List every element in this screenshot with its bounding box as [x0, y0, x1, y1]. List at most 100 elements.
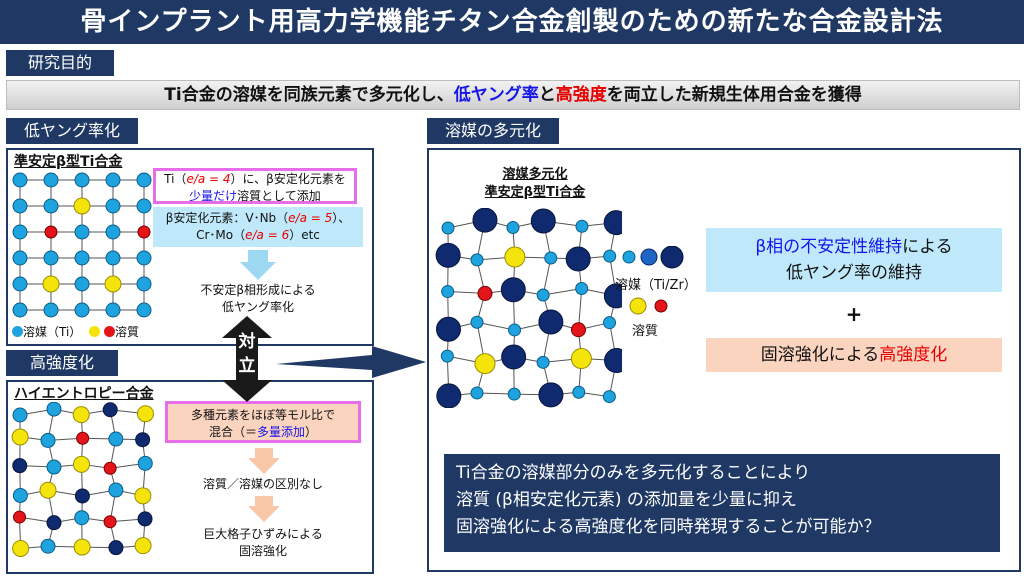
atom-sphere [474, 353, 496, 375]
purpose-high-strength: 高強度 [555, 85, 607, 105]
atom-sphere [72, 406, 90, 424]
atom-sphere [12, 539, 30, 557]
instability-highlight: β相の不安定性維持 [755, 237, 903, 257]
atom-sphere [538, 382, 564, 408]
atom-sphere [46, 515, 62, 531]
atom-sphere [73, 197, 91, 215]
atom-sphere [137, 511, 153, 527]
box2-ea5: e/a = 5 [288, 211, 333, 225]
atom-sphere [440, 349, 454, 363]
atom-sphere [477, 285, 493, 301]
solvent-sphere-icon [12, 326, 23, 337]
instability-box: β相の不安定性維持による 低ヤング率の維持 [706, 228, 1002, 292]
atom-sphere [12, 487, 28, 503]
atom-sphere [105, 250, 121, 266]
atom-sphere [43, 172, 59, 188]
atom-sphere [136, 405, 154, 423]
atom-sphere [136, 250, 152, 266]
low-modulus-lattice-label: 準安定β型Ti合金 [14, 154, 123, 170]
atom-sphere [136, 198, 152, 214]
atom-sphere [575, 219, 589, 233]
purpose-text-e: を両立した新規生体用合金を獲得 [606, 85, 862, 105]
ti-addition-box: Ti（e/a = 4）に、β安定化元素を 少量だけ溶質として添加 [153, 168, 357, 204]
atom-sphere [40, 538, 56, 554]
page-title: 骨インプラント用高力学機能チタン合金創製のための新たな合金設計法 [0, 0, 1024, 44]
atom-sphere [74, 172, 90, 188]
atom-sphere [12, 224, 28, 240]
atom-sphere [43, 198, 59, 214]
high-strength-tab: 高強度化 [6, 350, 118, 376]
atom-sphere [544, 251, 558, 265]
atom-sphere [441, 221, 455, 235]
box1-ea: e/a = 4 [186, 172, 231, 186]
result-line2: 低ヤング率化 [221, 300, 294, 314]
atom-sphere [42, 275, 60, 293]
atom-sphere [565, 246, 591, 272]
equimolar-mix-box: 多種元素をほぼ等モル比で 混合（＝多量添加） [165, 401, 361, 443]
box2-text-a: β安定化元素：V･Nb（ [165, 211, 289, 225]
atom-sphere [12, 458, 28, 474]
low-modulus-result: 不安定β相形成による低ヤング率化 [160, 282, 356, 316]
multi-solvent-lattice [435, 208, 622, 408]
mix-line1: 多種元素をほぼ等モル比で [190, 408, 335, 422]
atom-sphere [108, 482, 124, 498]
atom-sphere [602, 390, 616, 404]
atom-sphere [74, 510, 90, 526]
low-modulus-tab: 低ヤング率化 [6, 118, 138, 144]
atom-sphere [105, 172, 121, 188]
atom-sphere [103, 515, 117, 529]
multi-solvent-lattice-label: 溶媒多元化準安定β型Ti合金 [460, 166, 610, 202]
atom-sphere [39, 481, 57, 499]
atom-sphere [603, 249, 617, 263]
atom-sphere [74, 302, 90, 318]
ms-legend-solvent: 溶媒（Ti/Zr） [615, 278, 697, 293]
conclusion-line1: Ti合金の溶媒部分のみを多元化することにより [456, 463, 811, 483]
atom-sphere [73, 538, 91, 556]
atom-sphere [74, 276, 90, 292]
atom-sphere [108, 431, 124, 447]
low-modulus-legend: 溶媒（Ti） 溶質 [12, 323, 139, 340]
atom-sphere [536, 355, 550, 369]
atom-sphere [12, 276, 28, 292]
atom-sphere [136, 172, 152, 188]
atom-sphere [12, 198, 28, 214]
atom-sphere [508, 323, 522, 337]
box2-text-b: ）、 [332, 211, 351, 225]
low-modulus-maintain: 低ヤング率の維持 [786, 263, 922, 283]
atom-sphere [603, 283, 622, 309]
multi-solvent-tab: 溶媒の多元化 [427, 118, 559, 144]
result-line1: 不安定β相形成による [200, 283, 316, 297]
box1-text-d: 溶質として添加 [237, 189, 321, 203]
atom-sphere [74, 224, 90, 240]
atom-sphere [12, 250, 28, 266]
solid-solution-box: 固溶強化による高強度化 [706, 338, 1002, 372]
atom-sphere [40, 432, 56, 448]
atom-sphere [137, 455, 153, 471]
box2-text-c: Cr･Mo（ [196, 228, 246, 242]
atom-sphere [12, 172, 28, 188]
atom-sphere [570, 322, 586, 338]
atom-sphere [538, 309, 564, 335]
ms-label-line1: 溶媒多元化 [502, 167, 568, 182]
atom-sphere [11, 428, 29, 446]
low-modulus-panel [6, 148, 374, 346]
legend-solute-label: 溶質 [114, 325, 139, 339]
purpose-text-a: Ti合金の溶媒を同族元素で多元化し、 [164, 85, 454, 105]
purpose-statement: Ti合金の溶媒を同族元素で多元化し、低ヤング率と高強度を両立した新規生体用合金を… [6, 80, 1020, 110]
beta-ti-lattice [12, 172, 152, 318]
box1-text-b: ）に、β安定化元素を [230, 172, 346, 186]
mix-large-amount: 多量添加 [256, 425, 305, 439]
atom-sphere [436, 383, 462, 408]
atom-sphere [134, 537, 152, 555]
atom-sphere [72, 455, 90, 473]
solvent-spheres-icon [622, 246, 684, 269]
hea-lattice-label: ハイエントロピー合金 [14, 386, 154, 402]
atom-sphere [603, 316, 617, 330]
atom-sphere [102, 402, 118, 418]
ss-text: 固溶強化による [760, 345, 880, 365]
atom-sphere [572, 385, 586, 399]
atom-sphere [604, 348, 622, 374]
box2-ea6: e/a = 6 [245, 228, 290, 242]
atom-sphere [44, 225, 58, 239]
purpose-text-c: と [538, 85, 556, 105]
